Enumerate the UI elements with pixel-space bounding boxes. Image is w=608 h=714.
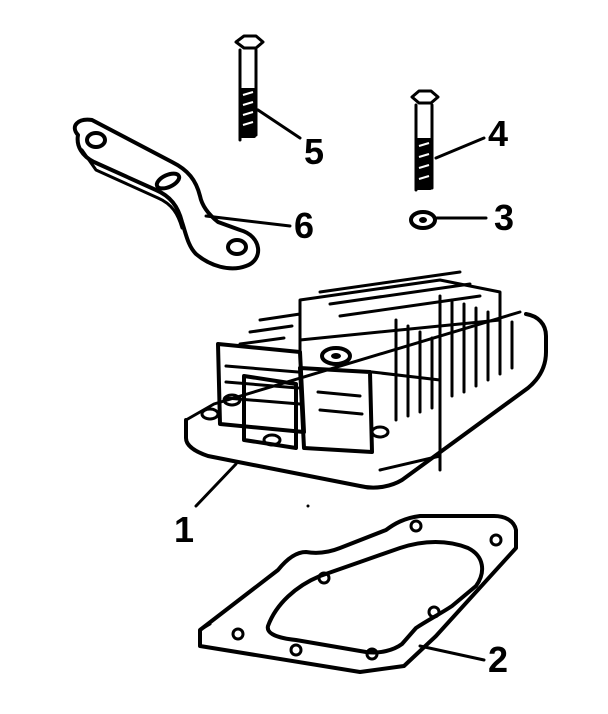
leader-line-5	[256, 108, 302, 140]
cooling-fins	[394, 294, 514, 422]
dust-speck	[306, 504, 310, 508]
leader-line-4	[434, 136, 486, 160]
callout-label-1: 1	[174, 509, 194, 550]
leader-line-6	[204, 214, 292, 228]
short-bolt-thread	[416, 138, 432, 190]
callout-label-3: 3	[494, 197, 514, 238]
callout-label-5: 5	[304, 131, 324, 172]
long-bolt-thread	[240, 88, 256, 138]
leader-line-2	[418, 644, 486, 662]
callout-label-2: 2	[488, 639, 508, 680]
callout-label-6: 6	[294, 205, 314, 246]
leader-line-1	[194, 462, 238, 508]
head-gasket	[198, 514, 518, 674]
lifting-bracket	[72, 117, 292, 271]
short-bolt	[410, 89, 486, 192]
callout-label-4: 4	[488, 113, 508, 154]
long-bolt	[234, 34, 302, 142]
washer	[409, 210, 488, 230]
cylinder-head	[184, 270, 548, 508]
